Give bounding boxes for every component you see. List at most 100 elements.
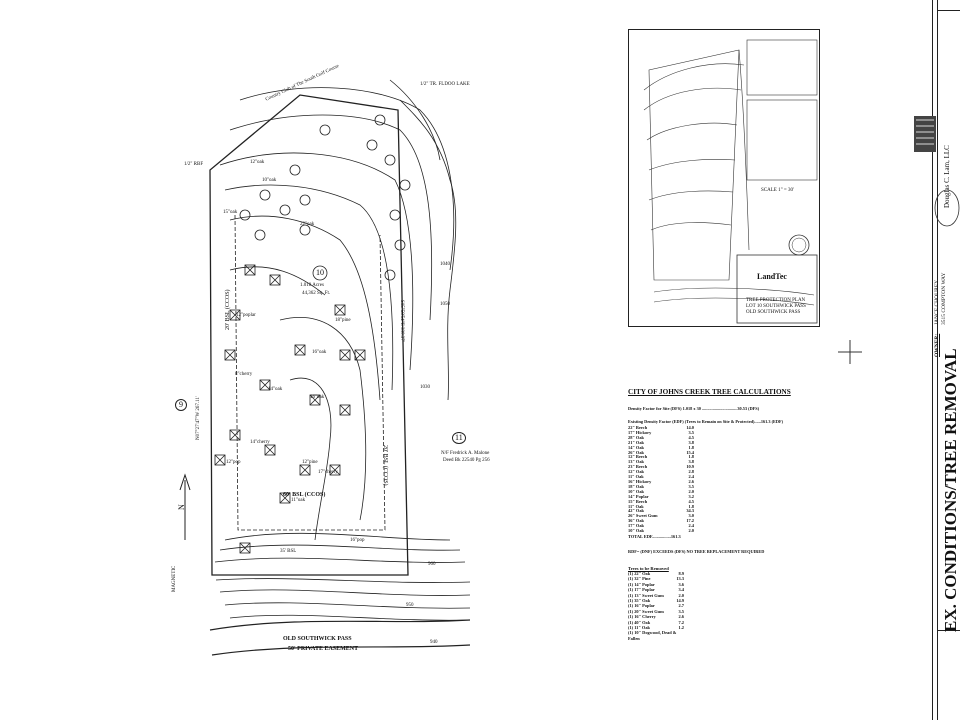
removed-tree-name: (1) 22" Oak [628,570,651,576]
tree-label: 12"pop [226,460,241,465]
removed-tree-name: (1) 14" Poplar [628,581,655,587]
removed-title: Trees to be Removed [628,565,669,571]
removed-tree-name: (1) 17" Poplar [628,587,655,593]
calc-tree-row: 17" Hickory 3.5 [628,429,695,436]
calc-tree-value: 2.8 [688,469,695,475]
seal-stamp [934,189,960,227]
title-block: EX. CONDITIONS/TREE REMOVAL OWNER: [932,0,960,720]
title-block-divider [937,630,960,631]
calc-tree-value: 4.5 [688,498,695,504]
calc-tree-name: 42" Oak [628,508,644,514]
calc-tree-row: 17" Oak 2.4 [628,523,695,529]
existing-density: Existing Density Factor (EDF) (Trees to … [628,419,784,424]
tree-label: 15"oak [223,210,238,215]
owner-address: 3515 COMPTON WAY [941,272,947,325]
removed-tree-name: (1) 11" Oak [628,625,650,630]
calc-tree-name: 26" Oak [628,449,644,455]
adjacent-lot-right: 11 [452,432,466,444]
tree-label: 16"oak [310,395,325,400]
calc-tree-value: 10.9 [686,464,694,470]
calc-tree-name: 12" Beech [628,454,648,460]
calc-total: TOTAL EDF.................161.3 [628,533,681,539]
calc-tree-name: 21" Oak [628,439,644,445]
calc-tree-value: 3.0 [688,513,695,519]
removed-tree-row: (1) 14" Poplar 3.6 [628,582,684,587]
density-factor: Density Factor for Site (DFS) 1.018 x 30… [628,406,760,411]
calc-tree-name: 10" Oak [628,528,644,534]
tree-label: 14"oak [268,387,283,392]
contour-label: 960 [428,562,436,567]
tree-label: 18"pine [335,318,351,323]
calc-tree-name: 28" Oak [628,434,644,440]
bsl-front-label: 35' BSL [280,549,297,554]
tree-label: 8"cherry [235,372,253,377]
calc-tree-row: 11" Oak 2.4 [628,474,695,480]
calc-tree-value: 2.4 [688,474,695,480]
north-symbol: N [177,504,186,510]
removed-tree-name: (1) 40" Oak [628,619,651,625]
tree-label: 12"pine [302,460,318,465]
removed-tree-row: (1) 20" Sweet Gum 3.5 [628,609,684,614]
removed-tree-name: (1) 10" Dogwood, Dead & Fallen [628,630,677,641]
calc-tree-value: 3.5 [688,483,695,489]
road-name: OLD SOUTHWICK PASS [283,636,352,642]
removed-tree-row: (1) 16" Cherry 2.6 [628,614,684,619]
calc-tree-name: 17" Oak [628,523,644,529]
removed-tree-name: (1) 16" Cherry [628,614,656,620]
calc-tree-value: 2.6 [688,478,695,484]
calc-tree-value: 2.0 [688,488,695,494]
title-block-divider [937,0,938,720]
replacement-note: RDF= (DNF) EXCEEDS (DFS) NO TREE REPLACE… [628,548,765,554]
calc-tree-value: 1.8 [688,444,695,450]
calc-tree-name: 15" Beech [628,498,648,504]
calc-tree-value: 2.4 [688,523,695,529]
removed-tree-name: (1) 20" Sweet Gum [628,608,664,614]
inset-title-line: LOT 10 SOUTHWICK PASS [746,304,806,309]
calc-tree-value: 3.8 [688,459,695,465]
calc-tree-value: 1.8 [688,454,695,460]
tree-label: 11"oak [291,498,306,503]
calc-tree-row: 12" Beech 1.8 [628,455,694,460]
crosshair-icon [838,340,862,364]
removed-tree-value: 2.7 [678,603,685,609]
contour-label: 1040 [440,262,450,267]
calc-tree-name: 17" Hickory [628,429,652,435]
calc-tree-value: 17.2 [686,518,694,524]
adjacent-deed-right: Deed Bk 22540 Pg 256 [443,458,490,463]
bearing-left-label: N07°27'47"W 267.11' [196,396,201,440]
tree-calculations: CITY OF JOHNS CREEK TREE CALCULATIONS De… [628,388,828,641]
contour-label: 950 [406,603,414,608]
tree-label: 16"pop [350,538,365,543]
sheet-title: EX. CONDITIONS/TREE REMOVAL [941,348,960,632]
road-easement: 50' PRIVATE EASEMENT [288,646,359,652]
calc-tree-name: 11" Oak [628,474,644,480]
calc-tree-value: 3.8 [688,439,695,445]
bearing-right-label: S05°58'54"E 330.37' [399,300,404,342]
adjacent-owner-right: N/F Fredrick A. Malone [441,451,490,456]
removed-tree-value: 3.5 [678,608,685,614]
calc-tree-value: 3.5 [688,429,695,435]
tree-label: 17"cherry [318,470,338,475]
removed-tree-row: (1) 10" Dogwood, Dead & Fallen [628,630,684,641]
removed-tree-value: 3.6 [678,581,685,587]
firm-logo [914,116,936,152]
inset-plan-drawing [643,39,818,324]
tree-label: 16"oak [312,350,327,355]
removed-tree-value: 2.6 [678,614,685,620]
